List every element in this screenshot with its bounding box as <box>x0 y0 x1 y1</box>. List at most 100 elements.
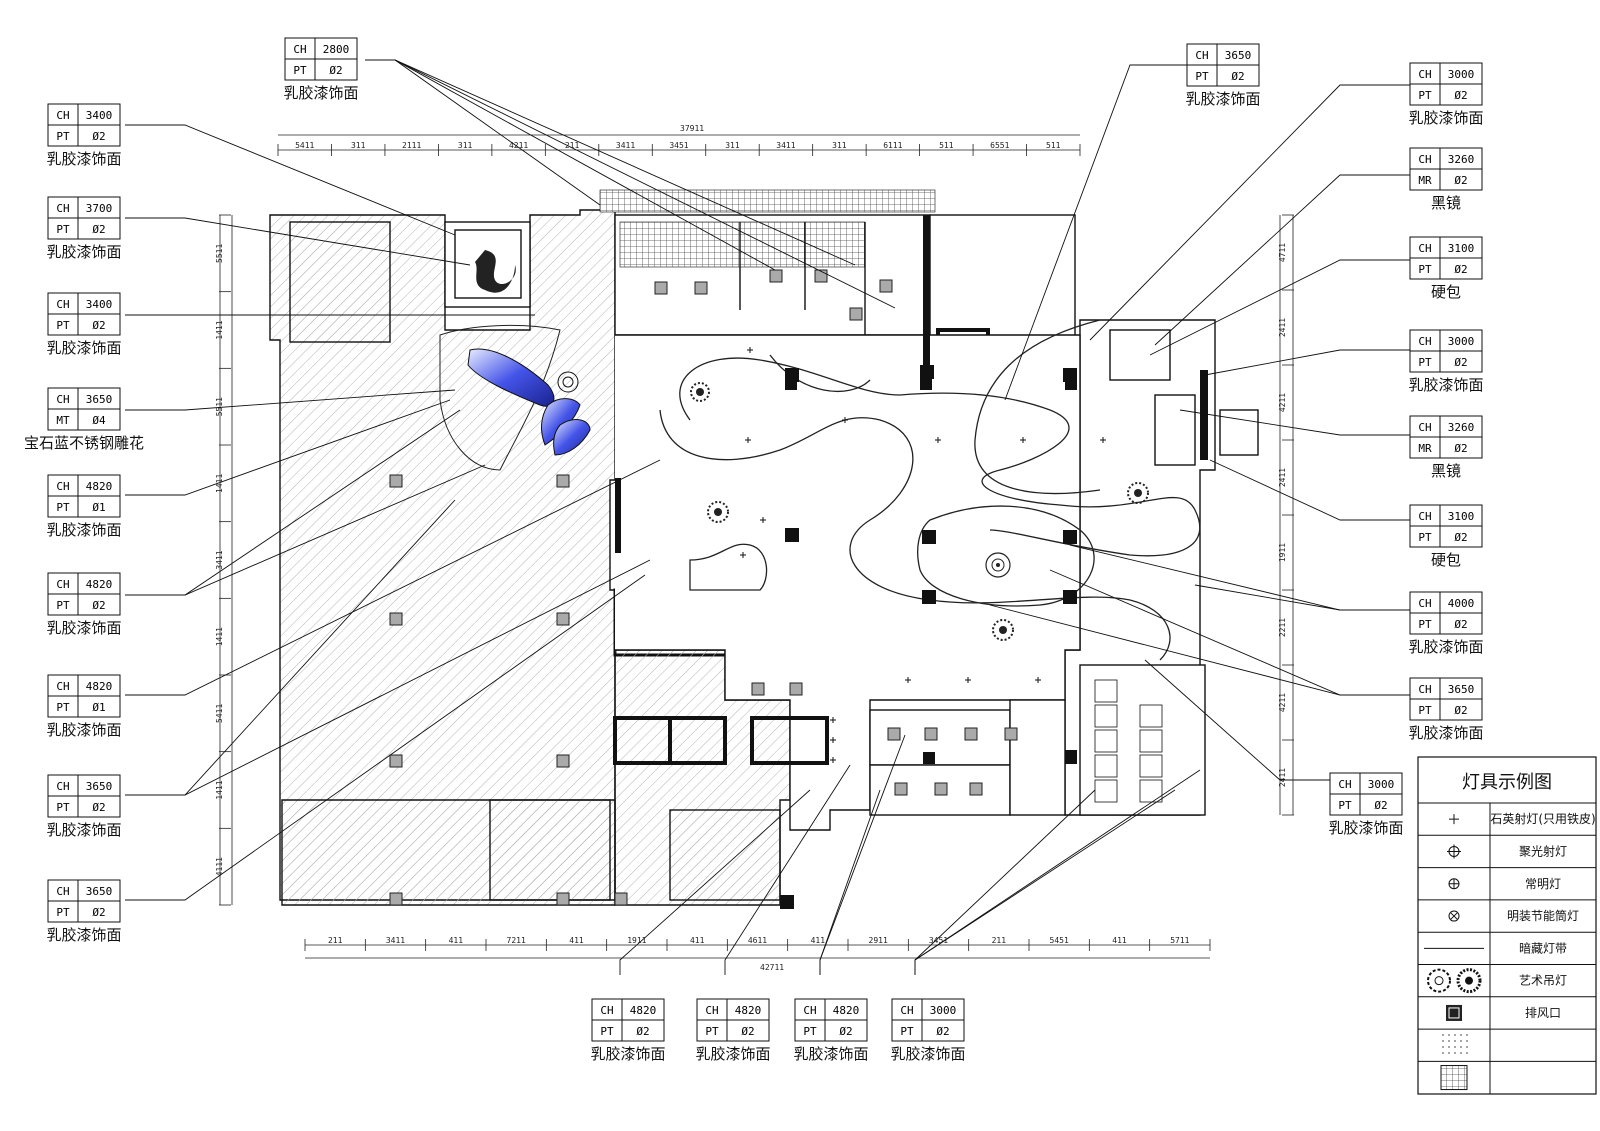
tag-ch-label: CH <box>1418 153 1431 166</box>
dimension-label: 1911 <box>1278 543 1287 562</box>
tag-material-code: MR <box>1418 442 1432 455</box>
exhaust-vent-icon <box>1446 1004 1462 1021</box>
tag-material-number: Ø2 <box>329 64 342 77</box>
tag-ch-label: CH <box>293 43 306 56</box>
tag-finish-label: 乳胶漆饰面 <box>46 821 121 839</box>
tag-finish-label: 乳胶漆饰面 <box>695 1045 770 1063</box>
dimension-label: 3411 <box>215 550 224 569</box>
top-total-dimension: 37911 <box>680 124 704 133</box>
tag-material-code: PT <box>56 701 70 714</box>
tag-finish-label: 乳胶漆饰面 <box>890 1045 965 1063</box>
tag-ceiling-height: 4820 <box>833 1004 860 1017</box>
square-fixtures <box>785 365 1077 764</box>
dimension-label: 311 <box>725 141 740 150</box>
dimension-label: 2111 <box>402 141 421 150</box>
tag-finish-label: 乳胶漆饰面 <box>46 243 121 261</box>
dimension-label: 7211 <box>507 936 526 945</box>
tag-finish-label: 乳胶漆饰面 <box>46 150 121 168</box>
tag-ceiling-height: 4820 <box>630 1004 657 1017</box>
legend-row-label: 石英射灯(只用铁皮) <box>1490 811 1595 826</box>
tag-ch-label: CH <box>56 480 69 493</box>
dimension-label: 1411 <box>215 627 224 646</box>
tag-ceiling-height: 3400 <box>86 109 113 122</box>
tag-ch-label: CH <box>1418 68 1431 81</box>
tag-ch-label: CH <box>56 298 69 311</box>
tag-material-number: Ø4 <box>92 414 106 427</box>
tag-material-code: PT <box>56 501 70 514</box>
tag-material-number: Ø2 <box>1454 356 1467 369</box>
tag-material-code: PT <box>1195 70 1209 83</box>
dimension-label: 311 <box>351 141 366 150</box>
dimension-label: 3451 <box>929 936 948 945</box>
tag-material-number: Ø1 <box>92 701 105 714</box>
tag-ch-label: CH <box>56 393 69 406</box>
tag-material-code: PT <box>705 1025 719 1038</box>
legend-row-label: 排风口 <box>1525 1006 1561 1020</box>
tag-material-code: MR <box>1418 174 1432 187</box>
tag-finish-label: 乳胶漆饰面 <box>590 1045 665 1063</box>
tag-ch-label: CH <box>1418 597 1431 610</box>
tag-material-number: Ø2 <box>1454 618 1467 631</box>
tag-finish-label: 乳胶漆饰面 <box>1328 819 1403 837</box>
tag-material-number: Ø2 <box>936 1025 949 1038</box>
tag-ch-label: CH <box>56 780 69 793</box>
dimension-label: 5411 <box>295 141 314 150</box>
tag-material-code: PT <box>900 1025 914 1038</box>
leader-lines <box>125 59 1415 975</box>
dimension-label: 411 <box>1112 936 1127 945</box>
tag-ceiling-height: 4000 <box>1448 597 1475 610</box>
dimension-label: 2411 <box>1278 768 1287 787</box>
tag-ceiling-height: 3260 <box>1448 153 1475 166</box>
tag-material-number: Ø2 <box>1454 442 1467 455</box>
tag-ceiling-height: 4820 <box>735 1004 762 1017</box>
tag-ch-label: CH <box>705 1004 718 1017</box>
bottom-total-dimension: 42711 <box>760 963 784 972</box>
blue-steel-leaf-carving-icon <box>467 348 591 456</box>
tag-material-code: PT <box>56 319 70 332</box>
tag-ch-label: CH <box>1418 510 1431 523</box>
art-chandelier-icon <box>1427 968 1482 994</box>
dimension-label: 5511 <box>215 397 224 416</box>
spot-icon <box>1449 814 1459 825</box>
dimension-label: 1411 <box>215 474 224 493</box>
dimension-label: 5511 <box>215 244 224 263</box>
tag-material-code: PT <box>56 223 70 236</box>
tag-ceiling-height: 3650 <box>86 780 113 793</box>
tag-finish-label: 乳胶漆饰面 <box>46 721 121 739</box>
dimension-label: 3411 <box>386 936 405 945</box>
dimension-label: 2411 <box>1278 318 1287 337</box>
tag-finish-label: 硬包 <box>1431 551 1461 569</box>
tag-material-number: Ø2 <box>1454 704 1467 717</box>
dimension-label: 411 <box>690 936 705 945</box>
tag-ceiling-height: 3100 <box>1448 510 1475 523</box>
dimension-label: 4611 <box>748 936 767 945</box>
dimension-label: 511 <box>1046 141 1061 150</box>
tag-ceiling-height: 3700 <box>86 202 113 215</box>
dimension-label: 4211 <box>509 141 528 150</box>
tag-material-code: PT <box>1338 799 1352 812</box>
dimension-label: 211 <box>992 936 1007 945</box>
dimension-label: 4711 <box>1278 243 1287 262</box>
tag-material-code: PT <box>1418 356 1432 369</box>
dimension-label: 311 <box>458 141 473 150</box>
art-chandelier-icon <box>690 382 710 402</box>
